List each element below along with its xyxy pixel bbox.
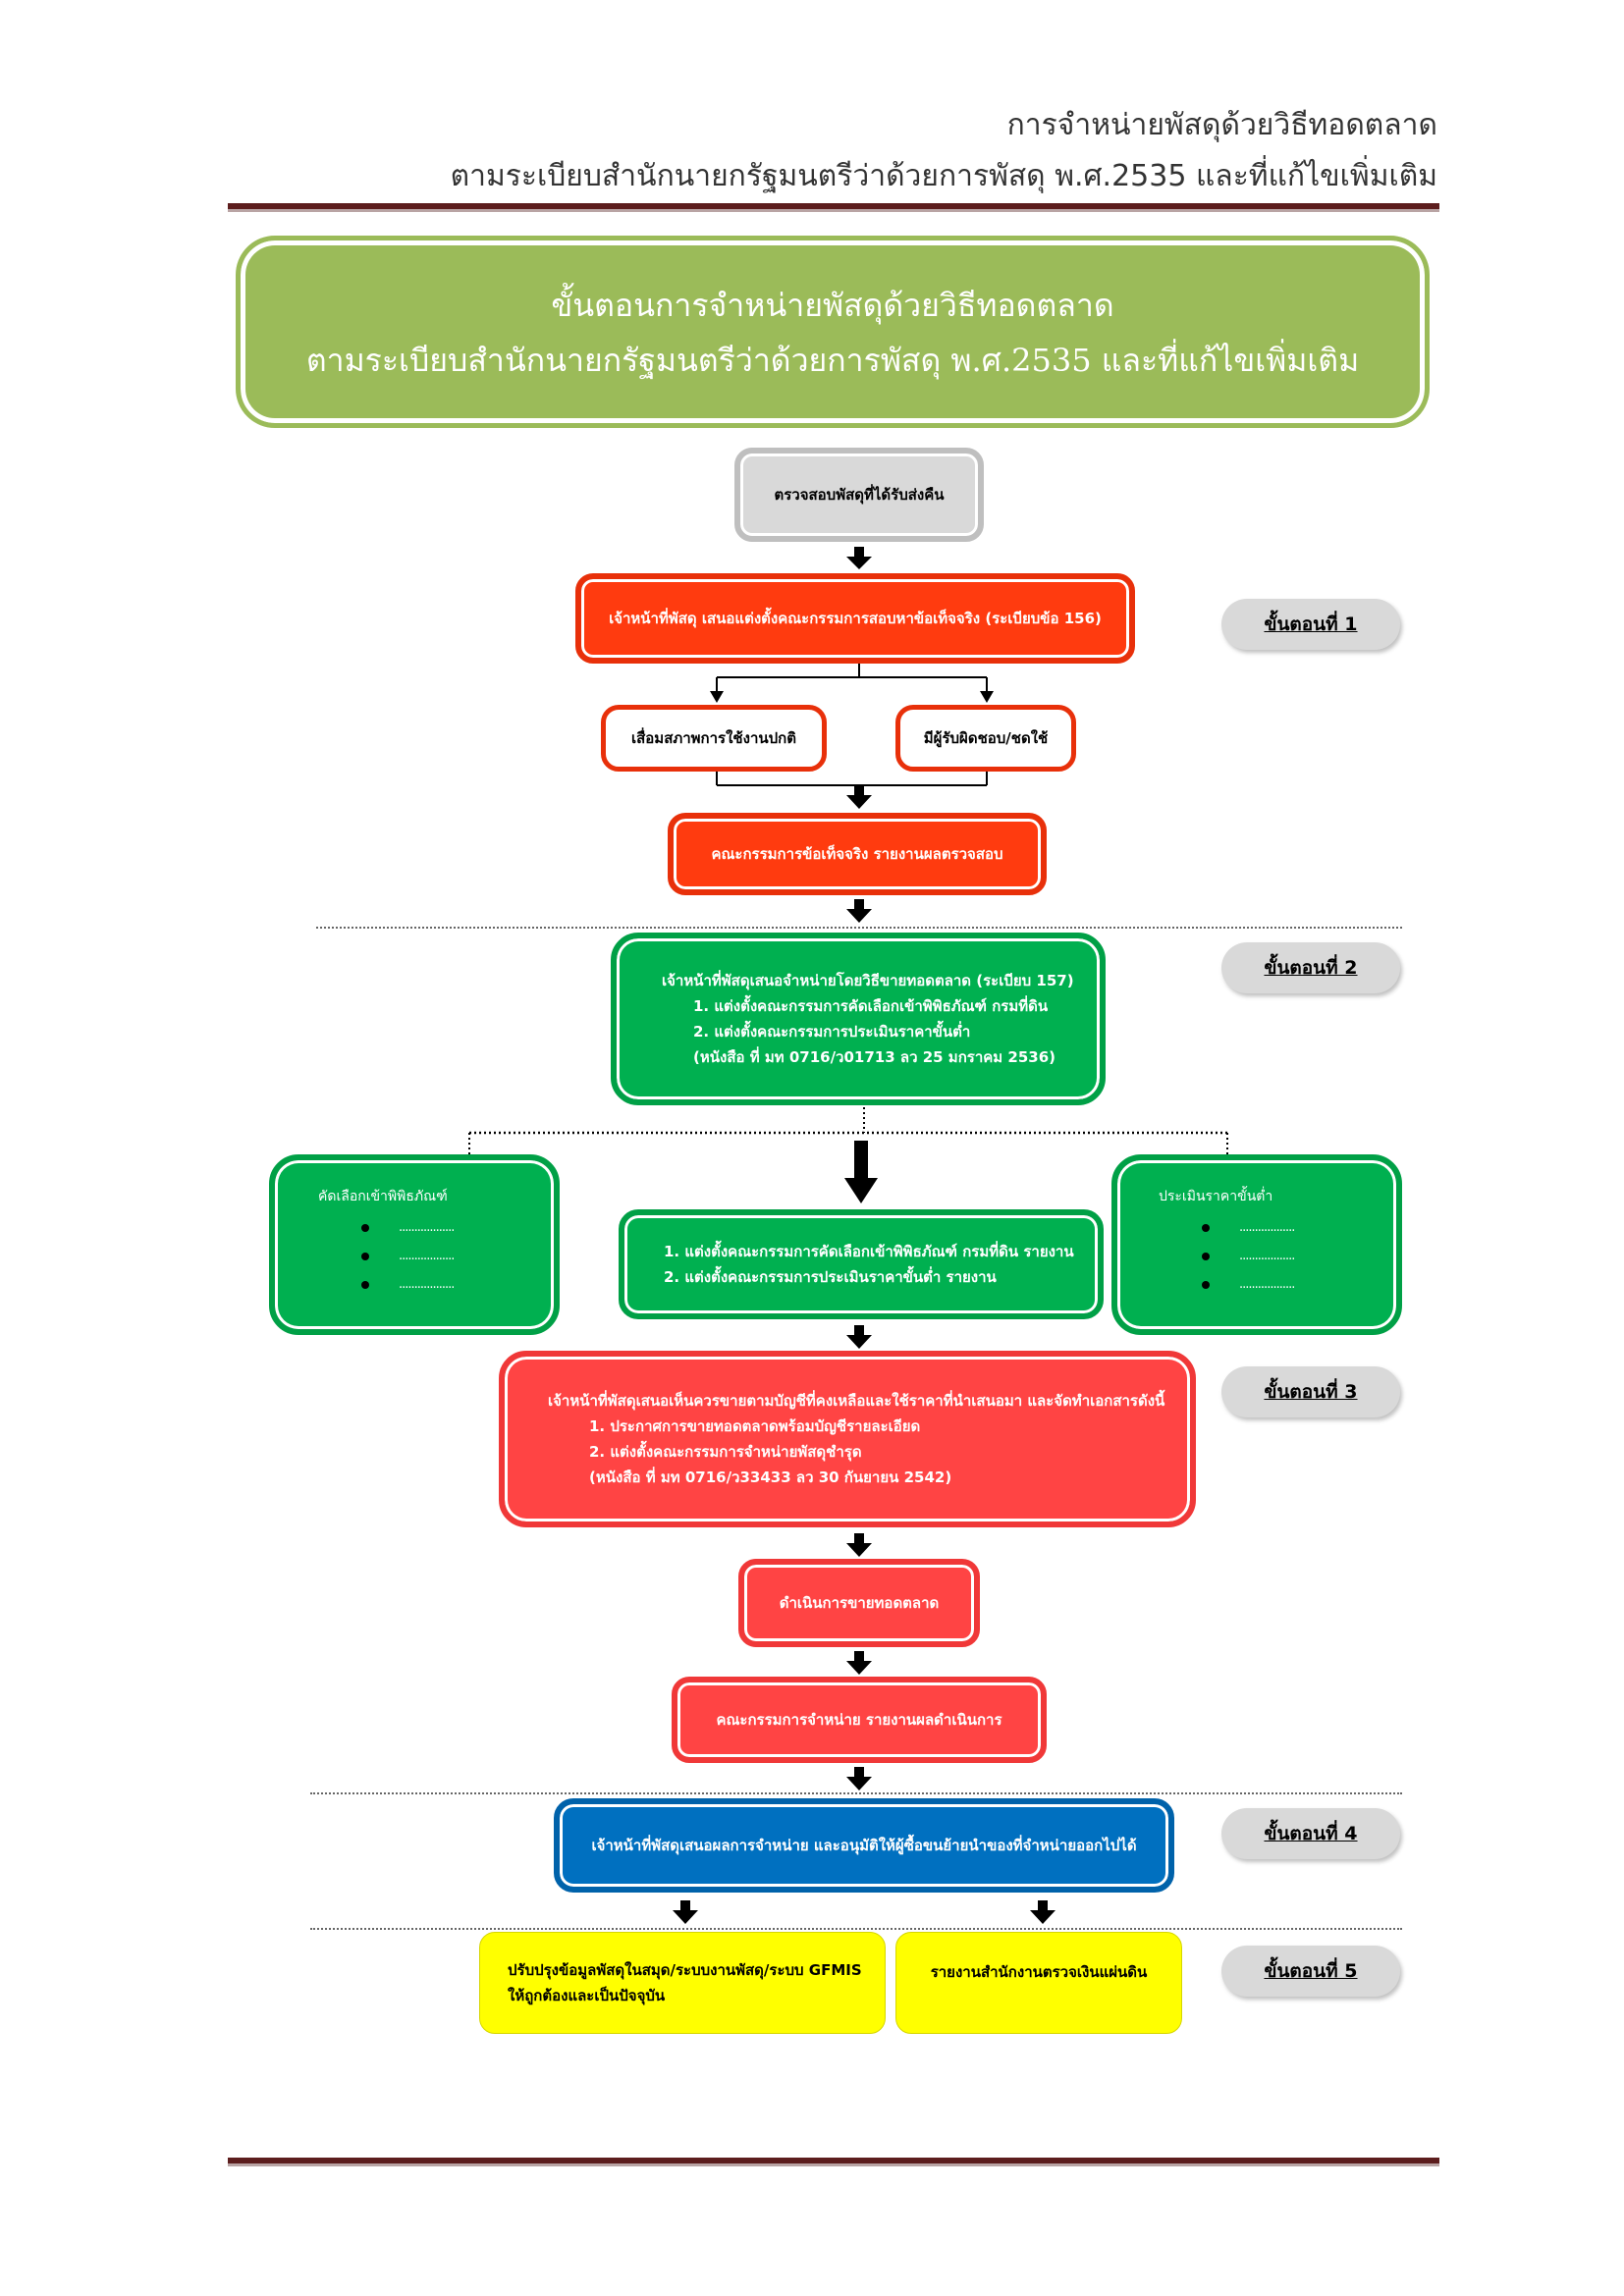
- check-label: ตรวจสอบพัสดุที่ได้รับส่งคืน: [774, 486, 945, 504]
- banner-line2: ตามระเบียบสำนักนายกรัฐมนตรีว่าด้วยการพัส…: [305, 342, 1360, 379]
- center-report-line1: 1. แต่งตั้งคณะกรรมการคัดเลือกเข้าพิพิธภั…: [664, 1243, 1074, 1260]
- arrow-down-icon: [846, 1651, 872, 1675]
- step5-right-label: รายงานสำนักงานตรวจเงินแผ่นดิน: [930, 1963, 1148, 1981]
- center-report-line2: 2. แต่งตั้งคณะกรรมการประเมินราคาขั้นต่ำ …: [664, 1268, 997, 1286]
- list-item: ..................: [1201, 1242, 1295, 1270]
- auction-box: ดำเนินการขายทอดตลาด: [738, 1559, 980, 1647]
- step2-line1: เจ้าหน้าที่พัสดุเสนอจำหน่ายโดยวิธีขายทอด…: [662, 972, 1074, 989]
- header-rule: [228, 203, 1439, 212]
- update-records-box: ปรับปรุงข้อมูลพัสดุในสมุด/ระบบงานพัสดุ/ร…: [479, 1932, 886, 2034]
- step2-line3: 2. แต่งตั้งคณะกรรมการประเมินราคาขั้นต่ำ: [693, 1023, 971, 1041]
- step5-left-line1: ปรับปรุงข้อมูลพัสดุในสมุด/ระบบงานพัสดุ/ร…: [508, 1961, 862, 1979]
- step-separator: [316, 927, 1402, 929]
- step2-propose-auction-box: เจ้าหน้าที่พัสดุเสนอจำหน่ายโดยวิธีขายทอด…: [611, 933, 1106, 1105]
- museum-title: คัดเลือกเข้าพิพิธภัณฑ์: [318, 1189, 448, 1204]
- arrow-down-icon: [846, 1533, 872, 1557]
- list-item: ..................: [360, 1213, 455, 1242]
- step-separator: [310, 1792, 1402, 1794]
- arrow-down-icon: [844, 1141, 878, 1203]
- propose-committee-label: เจ้าหน้าที่พัสดุ เสนอแต่งตั้งคณะกรรมการส…: [609, 610, 1102, 627]
- disposal-report-box: คณะกรรมการจำหน่าย รายงานผลดำเนินการ: [672, 1677, 1047, 1763]
- header-title-line2: ตามระเบียบสำนักนายกรัฐมนตรีว่าด้วยการพัส…: [450, 159, 1437, 193]
- min-price-box: ประเมินราคาขั้นต่ำ .................. ..…: [1111, 1154, 1402, 1335]
- step3-line2: 1. ประกาศการขายทอดตลาดพร้อมบัญชีรายละเอี…: [589, 1417, 921, 1435]
- step2-line2: 1. แต่งตั้งคณะกรรมการคัดเลือกเข้าพิพิธภั…: [693, 997, 1049, 1015]
- fact-report-label: คณะกรรมการข้อเท็จจริง รายงานผลตรวจสอบ: [711, 845, 1003, 863]
- step-label-4: ขั้นตอนที่ 4: [1221, 1808, 1400, 1859]
- step-label-1: ขั้นตอนที่ 1: [1221, 599, 1400, 650]
- step-label-3: ขั้นตอนที่ 3: [1221, 1366, 1400, 1417]
- arrow-down-icon: [673, 1900, 698, 1924]
- step-label-2: ขั้นตอนที่ 2: [1221, 942, 1400, 993]
- list-item: ..................: [1201, 1213, 1295, 1242]
- arrow-down-icon: [846, 547, 872, 569]
- step3-line4: (หนังสือ ที่ มท 0716/ว33433 ลว 30 กันยาย…: [589, 1468, 952, 1486]
- committee-report-box: 1. แต่งตั้งคณะกรรมการคัดเลือกเข้าพิพิธภั…: [619, 1209, 1104, 1319]
- step3-line1: เจ้าหน้าที่พัสดุเสนอเห็นควรขายตามบัญชีที…: [548, 1392, 1165, 1410]
- footer-rule: [228, 2158, 1439, 2166]
- arrow-down-icon: [846, 785, 872, 809]
- fact-committee-report-box: คณะกรรมการข้อเท็จจริง รายงานผลตรวจสอบ: [668, 813, 1047, 895]
- museum-bullet-list: .................. .................. ..…: [318, 1213, 455, 1299]
- list-item: ..................: [360, 1242, 455, 1270]
- museum-selection-box: คัดเลือกเข้าพิพิธภัณฑ์ .................…: [269, 1154, 560, 1335]
- title-banner: ขั้นตอนการจำหน่ายพัสดุด้วยวิธีทอดตลาด ตา…: [236, 236, 1430, 428]
- step-label-5: ขั้นตอนที่ 5: [1221, 1946, 1400, 1997]
- step2-line4: (หนังสือ ที่ มท 0716/ว01713 ลว 25 มกราคม…: [693, 1048, 1056, 1066]
- arrow-down-icon: [846, 899, 872, 923]
- arrow-down-icon: [846, 1325, 872, 1349]
- banner-line1: ขั้นตอนการจำหน่ายพัสดุด้วยวิธีทอดตลาด: [551, 287, 1114, 324]
- list-item: ..................: [360, 1270, 455, 1299]
- disposal-report-label: คณะกรรมการจำหน่าย รายงานผลดำเนินการ: [716, 1711, 1002, 1729]
- step4-label: เจ้าหน้าที่พัสดุเสนอผลการจำหน่าย และอนุม…: [591, 1837, 1137, 1854]
- step4-approve-removal-box: เจ้าหน้าที่พัสดุเสนอผลการจำหน่าย และอนุม…: [554, 1798, 1174, 1893]
- price-title: ประเมินราคาขั้นต่ำ: [1159, 1189, 1273, 1204]
- price-bullet-list: .................. .................. ..…: [1159, 1213, 1295, 1299]
- arrow-down-icon: [1030, 1900, 1056, 1924]
- auction-label: ดำเนินการขายทอดตลาด: [779, 1594, 940, 1612]
- propose-fact-committee-box: เจ้าหน้าที่พัสดุ เสนอแต่งตั้งคณะกรรมการส…: [575, 573, 1135, 664]
- responsible-label: มีผู้รับผิดชอบ/ชดใช้: [923, 729, 1049, 747]
- check-returned-items-box: ตรวจสอบพัสดุที่ได้รับส่งคืน: [734, 448, 984, 542]
- list-item: ..................: [1201, 1270, 1295, 1299]
- deteriorated-box: เสื่อมสภาพการใช้งานปกติ: [601, 705, 827, 772]
- audit-report-box: รายงานสำนักงานตรวจเงินแผ่นดิน: [895, 1932, 1182, 2034]
- step3-line3: 2. แต่งตั้งคณะกรรมการจำหน่ายพัสดุชำรุด: [589, 1443, 862, 1461]
- arrow-down-icon: [846, 1767, 872, 1790]
- header-title-line1: การจำหน่ายพัสดุด้วยวิธีทอดตลาด: [1006, 108, 1437, 142]
- step5-left-line2: ให้ถูกต้องและเป็นปัจจุบัน: [508, 1987, 666, 2004]
- step3-propose-sale-box: เจ้าหน้าที่พัสดุเสนอเห็นควรขายตามบัญชีที…: [499, 1351, 1196, 1527]
- step-separator: [310, 1928, 1402, 1930]
- responsible-party-box: มีผู้รับผิดชอบ/ชดใช้: [895, 705, 1076, 772]
- deteriorated-label: เสื่อมสภาพการใช้งานปกติ: [631, 729, 796, 747]
